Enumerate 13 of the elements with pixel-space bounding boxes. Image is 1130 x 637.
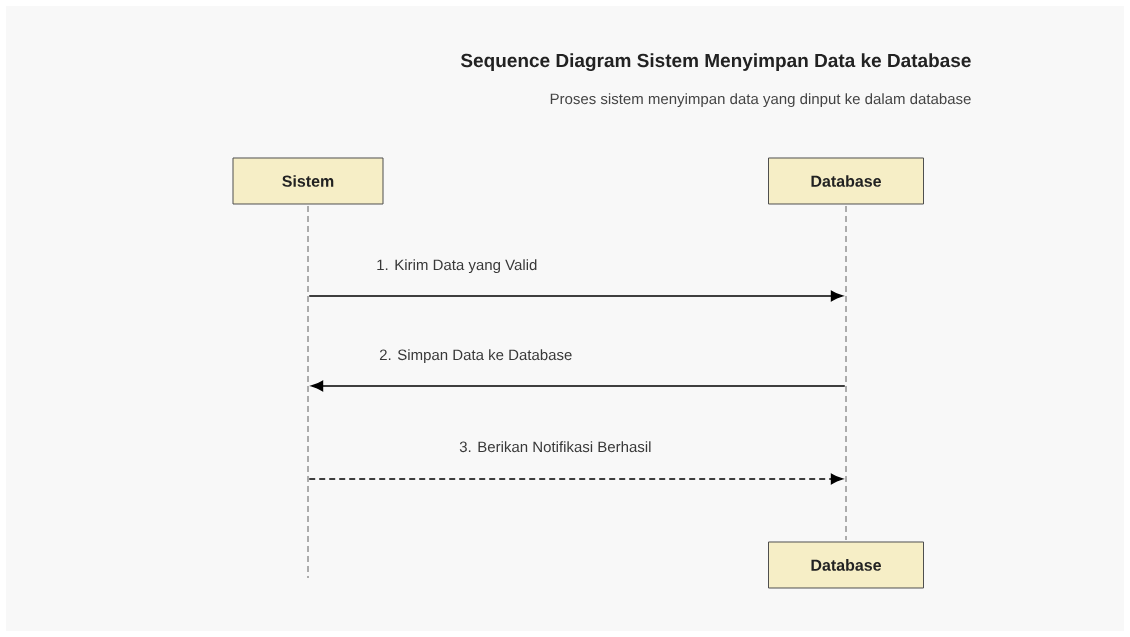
message-label: 2. Simpan Data ke Database: [378, 348, 574, 365]
message-arrow: [310, 380, 846, 392]
actor-box: Database: [768, 541, 924, 589]
actor-box: Database: [768, 157, 924, 205]
message-label: 3. Berikan Notifikasi Berhasil: [458, 440, 653, 454]
subtitle: Proses sistem menyimpan data yang dinput ke dalam database: [550, 93, 971, 108]
message-arrow: [308, 473, 844, 485]
lifeline: [307, 205, 309, 579]
message-arrow: [308, 290, 844, 302]
title: Sequence Diagram Sistem Menyimpan Data ke Database: [460, 53, 971, 72]
lifeline: [845, 205, 847, 541]
actor-box: Sistem: [232, 157, 384, 205]
message-label: 1. Kirim Data yang Valid: [375, 258, 539, 275]
